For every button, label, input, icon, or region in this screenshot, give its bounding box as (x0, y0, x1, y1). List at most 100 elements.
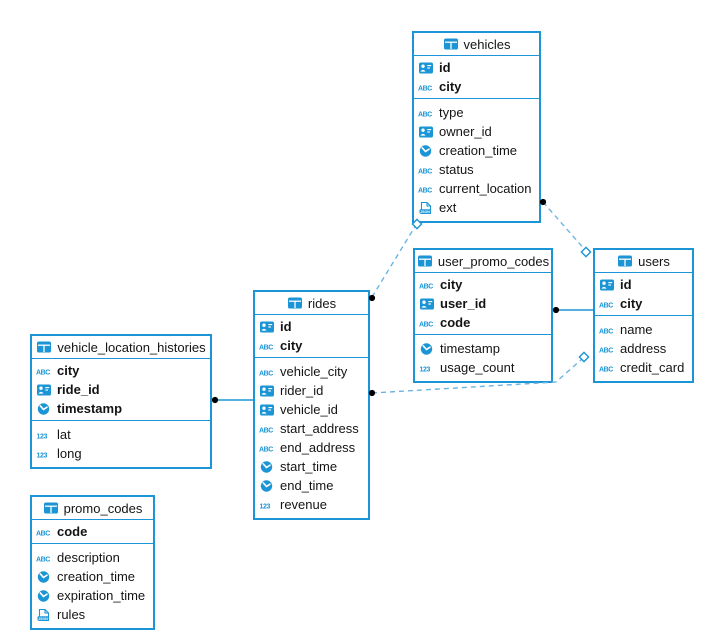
svg-text:ABC: ABC (599, 328, 613, 335)
table-row[interactable]: creation_time (414, 141, 539, 160)
table-row[interactable]: start_time (255, 457, 368, 476)
number-123-icon: 123 (419, 361, 435, 375)
table-header-vehicles[interactable]: vehicles (414, 33, 539, 56)
table-row[interactable]: creation_time (32, 567, 153, 586)
column-name: owner_id (439, 124, 492, 139)
column-name: city (440, 277, 463, 292)
column-name: vehicle_city (280, 364, 348, 379)
svg-text:ABC: ABC (418, 187, 432, 194)
table-icon (443, 37, 459, 51)
table-row[interactable]: owner_id (414, 122, 539, 141)
abc-text-icon: ABC (599, 342, 615, 356)
table-row[interactable]: ABC end_address (255, 438, 368, 457)
table-header-user_promo_codes[interactable]: user_promo_codes (415, 250, 551, 273)
table-row[interactable]: timestamp (415, 339, 551, 358)
table-row[interactable]: expiration_time (32, 586, 153, 605)
abc-text-icon: ABC (419, 278, 435, 292)
relationship-line-rides-vehicles[interactable] (371, 224, 417, 298)
table-icon (287, 296, 303, 310)
table-header-rides[interactable]: rides (255, 292, 368, 315)
svg-text:ABC: ABC (599, 347, 613, 354)
person-badge-icon (418, 125, 434, 139)
clock-icon (259, 460, 275, 474)
column-name: user_id (440, 296, 487, 311)
column-name: credit_card (620, 360, 685, 375)
table-row[interactable]: end_time (255, 476, 368, 495)
abc-text-icon: ABC (418, 163, 434, 177)
column-name: id (280, 319, 292, 334)
table-row[interactable]: id (255, 317, 368, 336)
person-badge-icon (599, 278, 615, 292)
relationship-dot-marker (211, 396, 219, 404)
column-name: vehicle_id (280, 402, 338, 417)
column-name: creation_time (439, 143, 518, 158)
column-name: end_address (280, 440, 356, 455)
table-header-promo_codes[interactable]: promo_codes (32, 497, 153, 520)
number-123-icon: 123 (36, 428, 52, 442)
table-header-vehicle_location_histories[interactable]: vehicle_location_histories (32, 336, 210, 359)
column-name: rider_id (280, 383, 324, 398)
abc-text-icon: ABC (418, 106, 434, 120)
table-row[interactable]: ABC city (415, 275, 551, 294)
column-name: city (57, 363, 80, 378)
column-name: id (620, 277, 632, 292)
column-name: expiration_time (57, 588, 146, 603)
table-row[interactable]: id (414, 58, 539, 77)
table-row[interactable]: rider_id (255, 381, 368, 400)
svg-text:ABC: ABC (36, 556, 50, 563)
table-icon (617, 254, 633, 268)
table-icon (43, 501, 59, 515)
relationship-line-vehicles-users[interactable] (542, 201, 587, 252)
table-row[interactable]: ride_id (32, 380, 210, 399)
abc-text-icon: ABC (259, 422, 275, 436)
table-row[interactable]: vehicle_id (255, 400, 368, 419)
column-name: code (57, 524, 88, 539)
clock-icon (36, 402, 52, 416)
abc-text-icon: ABC (259, 441, 275, 455)
abc-text-icon: ABC (599, 323, 615, 337)
column-name: type (439, 105, 464, 120)
person-badge-icon (259, 403, 275, 417)
table-row[interactable]: ABC type (414, 103, 539, 122)
person-badge-icon (259, 320, 275, 334)
table-name: rides (307, 295, 337, 311)
table-header-users[interactable]: users (595, 250, 692, 273)
number-123-icon: 123 (36, 447, 52, 461)
table-row[interactable]: timestamp (32, 399, 210, 418)
table-row[interactable]: id (595, 275, 692, 294)
column-name: city (280, 338, 303, 353)
table-row[interactable]: user_id (415, 294, 551, 313)
svg-text:ABC: ABC (259, 446, 273, 453)
